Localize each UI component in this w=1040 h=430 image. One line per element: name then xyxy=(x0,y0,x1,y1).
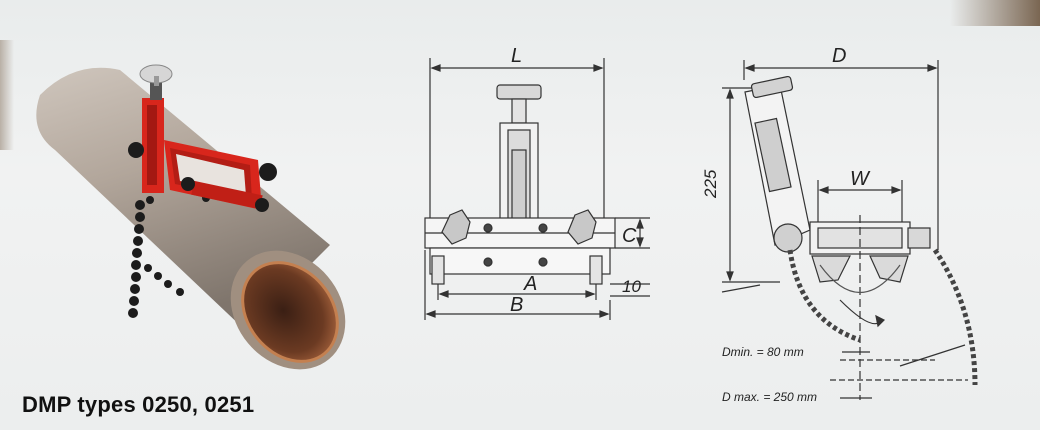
corner-shading xyxy=(950,0,1040,26)
pipe xyxy=(36,67,346,370)
product-caption: DMP types 0250, 0251 xyxy=(22,392,255,417)
dmax-label: D max. = 250 mm xyxy=(722,390,817,404)
dim-B-label: B xyxy=(510,294,523,316)
dim-C-label: C xyxy=(622,225,637,247)
dim-L-label: L xyxy=(511,45,522,67)
dim-A-label: A xyxy=(523,273,537,295)
dim-D-label: D xyxy=(832,45,846,67)
dim-10-label: 10 xyxy=(622,277,641,296)
dim-225-label: 225 xyxy=(701,169,720,199)
dim-W-label: W xyxy=(850,168,871,190)
dmin-label: Dmin. = 80 mm xyxy=(722,345,804,359)
edge-shading xyxy=(0,40,14,150)
device xyxy=(128,64,277,212)
